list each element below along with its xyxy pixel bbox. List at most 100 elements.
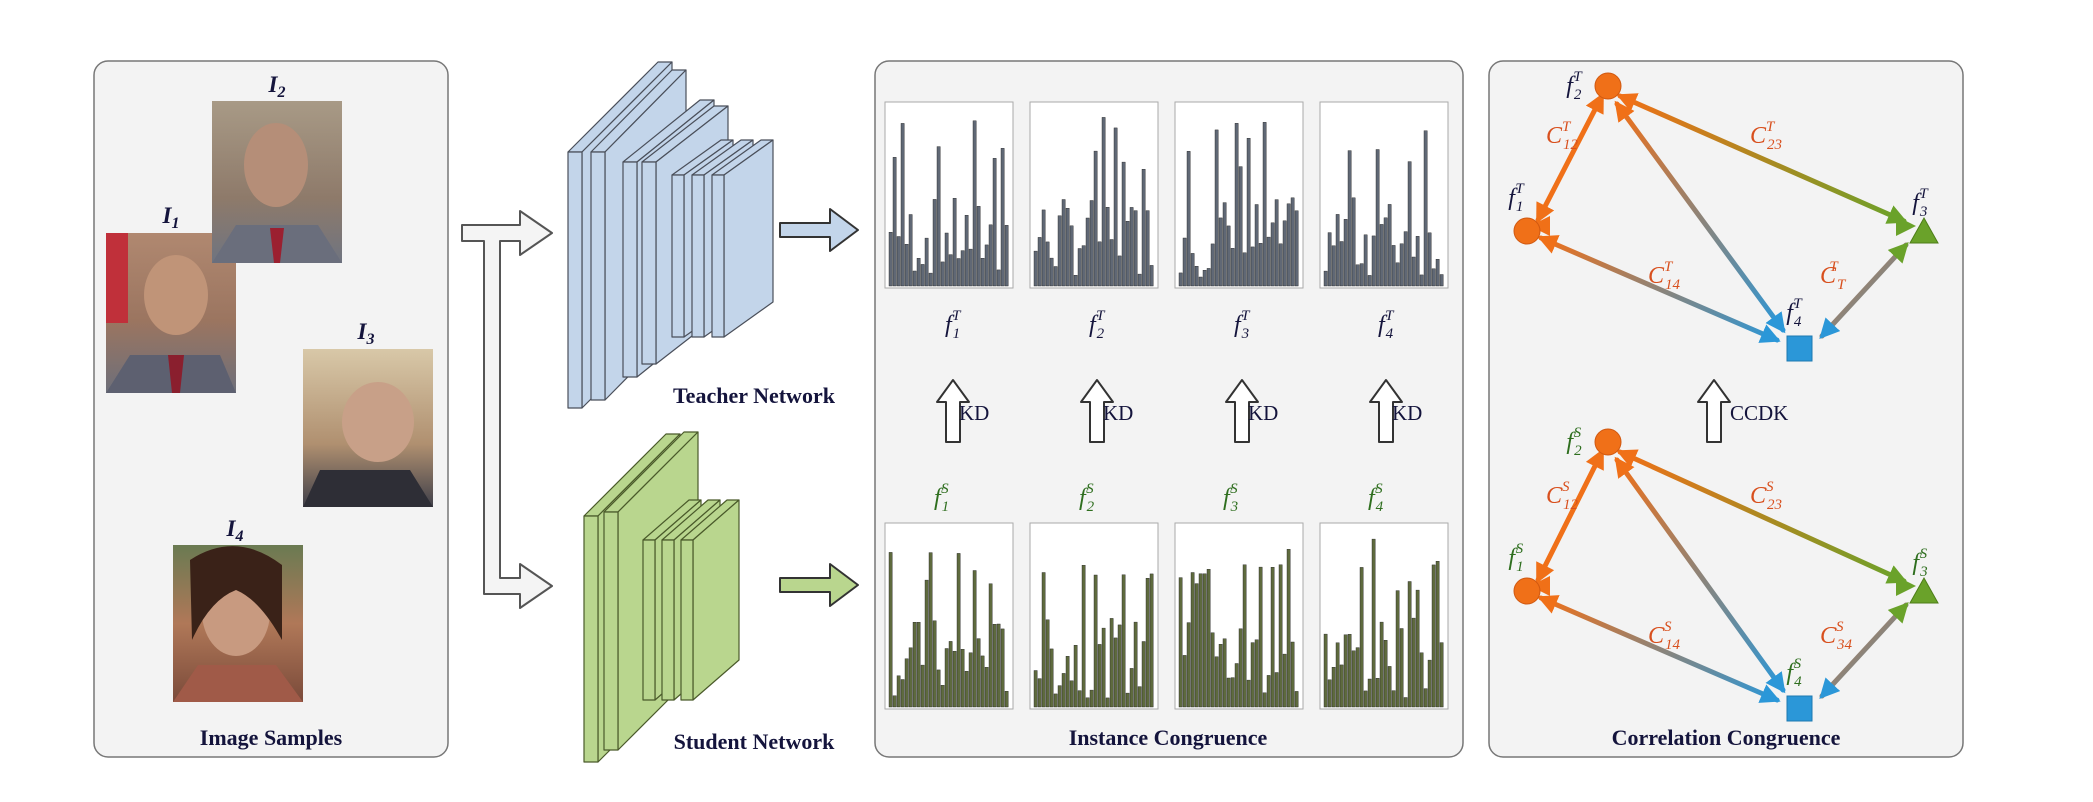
- teacher-node-label-1: f1T: [1508, 181, 1525, 215]
- histogram-bar: [1286, 549, 1291, 708]
- histogram-bar: [1037, 678, 1042, 708]
- student-node-1: [1513, 577, 1541, 605]
- histogram-bar: [1403, 697, 1408, 708]
- histogram-bar: [1427, 659, 1432, 708]
- correlation-congruence-title: Correlation Congruence: [1612, 725, 1841, 750]
- histogram-bar: [1290, 197, 1295, 287]
- histogram-bar: [1347, 634, 1352, 708]
- histogram-bar: [1230, 248, 1235, 287]
- histogram-bar: [1037, 237, 1042, 287]
- histogram-bar: [1242, 252, 1247, 287]
- histogram-bar: [1061, 199, 1066, 287]
- histogram-bar: [968, 248, 973, 287]
- histogram-bar: [1125, 692, 1130, 708]
- histogram-bar: [1323, 633, 1328, 708]
- histogram-bar: [1439, 274, 1444, 287]
- histogram-bar: [1371, 235, 1376, 287]
- ccdk-arrow: [1697, 379, 1731, 443]
- histogram-bar: [1270, 567, 1275, 708]
- histogram-bar: [1186, 151, 1191, 287]
- histogram-bar: [1129, 668, 1134, 708]
- histogram-bar: [1266, 675, 1271, 708]
- histogram-bar: [1109, 618, 1114, 708]
- histogram-bar: [1125, 220, 1130, 287]
- histogram-bar: [1278, 564, 1283, 708]
- histogram-bar: [964, 671, 969, 708]
- histogram-bar: [1065, 207, 1070, 287]
- histogram-bar: [1347, 150, 1352, 287]
- histogram-bar: [1198, 573, 1203, 708]
- histogram-bar: [1097, 644, 1102, 708]
- histogram-bar: [1218, 217, 1223, 287]
- student-edge-label-23: C23S: [1750, 479, 1782, 513]
- histogram-bar: [928, 272, 933, 287]
- histogram-bar: [1145, 210, 1150, 287]
- histogram-bar: [1000, 148, 1005, 287]
- histogram-bar: [1214, 129, 1219, 287]
- histogram-bar: [1435, 561, 1440, 708]
- student-network-label: Student Network: [674, 729, 835, 754]
- histogram-bar: [896, 675, 901, 708]
- histogram-bar: [952, 197, 957, 287]
- histogram-bar: [912, 622, 917, 708]
- histogram-bar: [1045, 619, 1050, 708]
- teacher-node-4: [1786, 335, 1813, 362]
- histogram-bar: [1041, 209, 1046, 287]
- teacher-network-label: Teacher Network: [673, 383, 836, 408]
- teacher-graph-edges: [1530, 92, 1916, 343]
- input-branch-arrow: [461, 210, 553, 609]
- histogram-bar: [980, 655, 985, 708]
- histogram-bar: [1182, 237, 1187, 287]
- teacher-output-arrow: [779, 208, 859, 252]
- histogram-bar: [1089, 689, 1094, 708]
- histogram-bar: [1133, 210, 1138, 287]
- histogram-bar: [1391, 690, 1396, 708]
- histogram-bar: [1117, 624, 1122, 708]
- histogram-bar: [972, 570, 977, 708]
- student-node-label-1: f1S: [1508, 541, 1523, 575]
- histogram-bar: [1061, 673, 1066, 708]
- histogram-bar: [1053, 266, 1058, 287]
- histogram-bar: [1129, 207, 1134, 287]
- histogram-bar: [1069, 225, 1074, 287]
- histogram-bar: [1198, 276, 1203, 287]
- student-output-arrow: [779, 563, 859, 607]
- histogram-bar: [1210, 243, 1215, 287]
- histogram-bar: [1282, 220, 1287, 287]
- teacher-node-1: [1513, 217, 1541, 245]
- histogram-bar: [1238, 166, 1243, 287]
- histogram-bar: [1391, 245, 1396, 287]
- histogram-bar: [1081, 245, 1086, 287]
- teacher-feature-label-2: f2T: [1089, 308, 1106, 342]
- histogram-bar: [1113, 127, 1118, 287]
- histogram-bar: [944, 648, 949, 708]
- teacher-feature-label-3: f3T: [1234, 308, 1251, 342]
- histogram-bar: [932, 199, 937, 287]
- histogram-bar: [932, 620, 937, 708]
- teacher-node-3: [1909, 216, 1939, 244]
- histogram-bar: [1323, 270, 1328, 287]
- kd-label-3: KD: [1248, 401, 1278, 425]
- student-edge-label-12: C12S: [1546, 479, 1579, 513]
- histogram-bar: [1004, 691, 1009, 708]
- histogram-bar: [1395, 590, 1400, 708]
- histogram-bar: [1359, 567, 1364, 708]
- teacher-feature-label-4: f4T: [1378, 308, 1395, 342]
- histogram-bar: [1113, 637, 1118, 708]
- teacher-network: [567, 61, 774, 409]
- histogram-bar: [1234, 123, 1239, 287]
- student-graph-edges: [1530, 448, 1916, 703]
- histogram-bar: [1085, 217, 1090, 287]
- student-node-label-2: f2S: [1566, 425, 1582, 459]
- student-edge-label-34: C34S: [1820, 619, 1853, 653]
- histogram-bar: [1395, 262, 1400, 287]
- histogram-bar: [992, 624, 997, 708]
- image-sample-2-label: I2: [268, 72, 286, 101]
- student-network: [583, 431, 740, 763]
- histogram-bar: [1343, 219, 1348, 287]
- histogram-bar: [1033, 670, 1038, 708]
- histogram-bar: [1149, 265, 1154, 287]
- instance-congruence-title: Instance Congruence: [1069, 725, 1268, 750]
- histogram-bar: [1254, 639, 1259, 708]
